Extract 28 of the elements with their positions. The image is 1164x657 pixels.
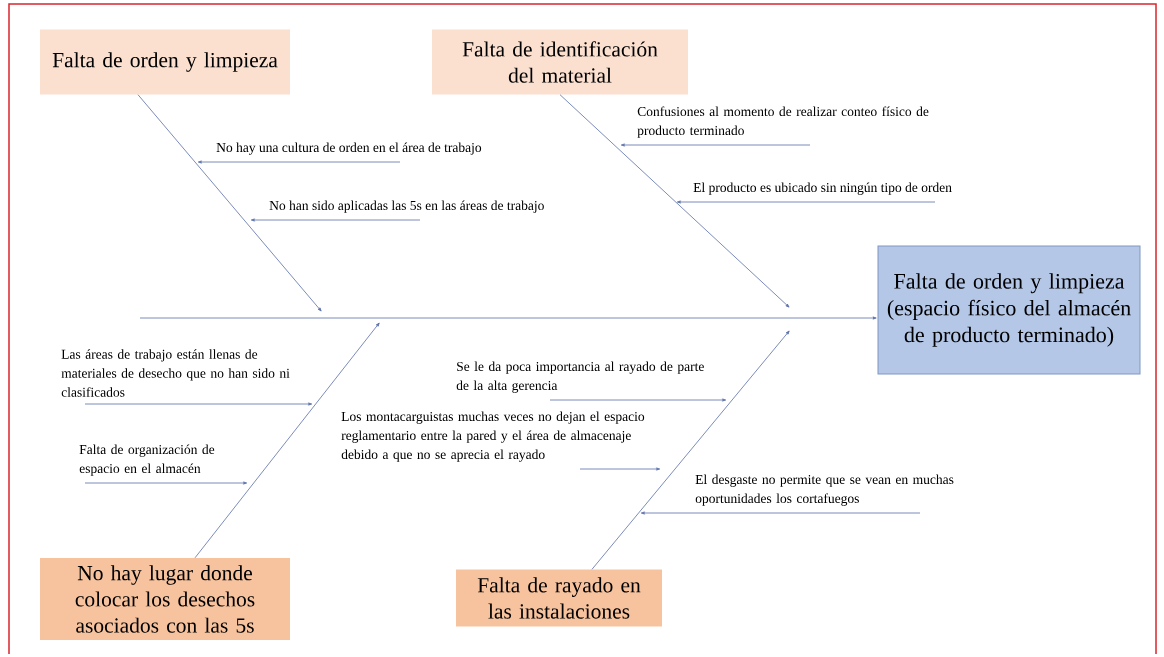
cause-text: No han sido aplicadas las 5s en las áreas de trabajo: [269, 200, 544, 213]
cause-arrow: [197, 160, 401, 164]
category-box: No hay lugar donde colocar los desechos asociados con las 5s: [40, 558, 290, 640]
cause-text: Confusiones al momento de realizar conteo físico de producto terminado: [637, 106, 929, 138]
cause-arrow: [640, 511, 921, 515]
category-box: Falta de orden y limpieza: [40, 29, 290, 95]
cause-arrow: [250, 218, 421, 222]
cause-arrow: [84, 402, 313, 406]
bone-arrow: [591, 330, 790, 570]
bone-arrow: [559, 94, 790, 308]
cause-arrow: [676, 200, 936, 204]
cause-text: Las áreas de trabajo están llenas de materiales de desecho que no han sido ni clasificados: [61, 349, 290, 397]
cause-text: Falta de organización de espacio en el almacén: [79, 444, 215, 476]
bone-arrow: [194, 322, 380, 559]
effect-box: Falta de orden y limpieza (espacio físico del almacén de producto terminado): [877, 245, 1141, 375]
cause-arrow: [84, 481, 248, 485]
spine-arrow: [139, 316, 877, 320]
cause-text: Los montacarguistas muchas veces no dejan el espacio reglamentario entre la pared y el área de almacenaje debido a que no se aprecia el rayado: [341, 411, 645, 462]
category-box: Falta de rayado en las instalaciones: [456, 569, 662, 627]
cause-text: El producto es ubicado sin ningún tipo de orden: [693, 182, 952, 195]
cause-arrow: [579, 467, 661, 471]
cause-arrow: [549, 398, 727, 402]
cause-text: El desgaste no permite que se vean en muchas oportunidades los cortafuegos: [695, 474, 954, 506]
cause-text: Se le da poca importancia al rayado de parte de la alta gerencia: [456, 361, 704, 393]
bone-arrow: [137, 94, 322, 312]
cause-text: No hay una cultura de orden en el área de trabajo: [216, 142, 482, 155]
cause-arrow: [620, 143, 811, 147]
category-box: Falta de identificación del material: [432, 29, 688, 95]
